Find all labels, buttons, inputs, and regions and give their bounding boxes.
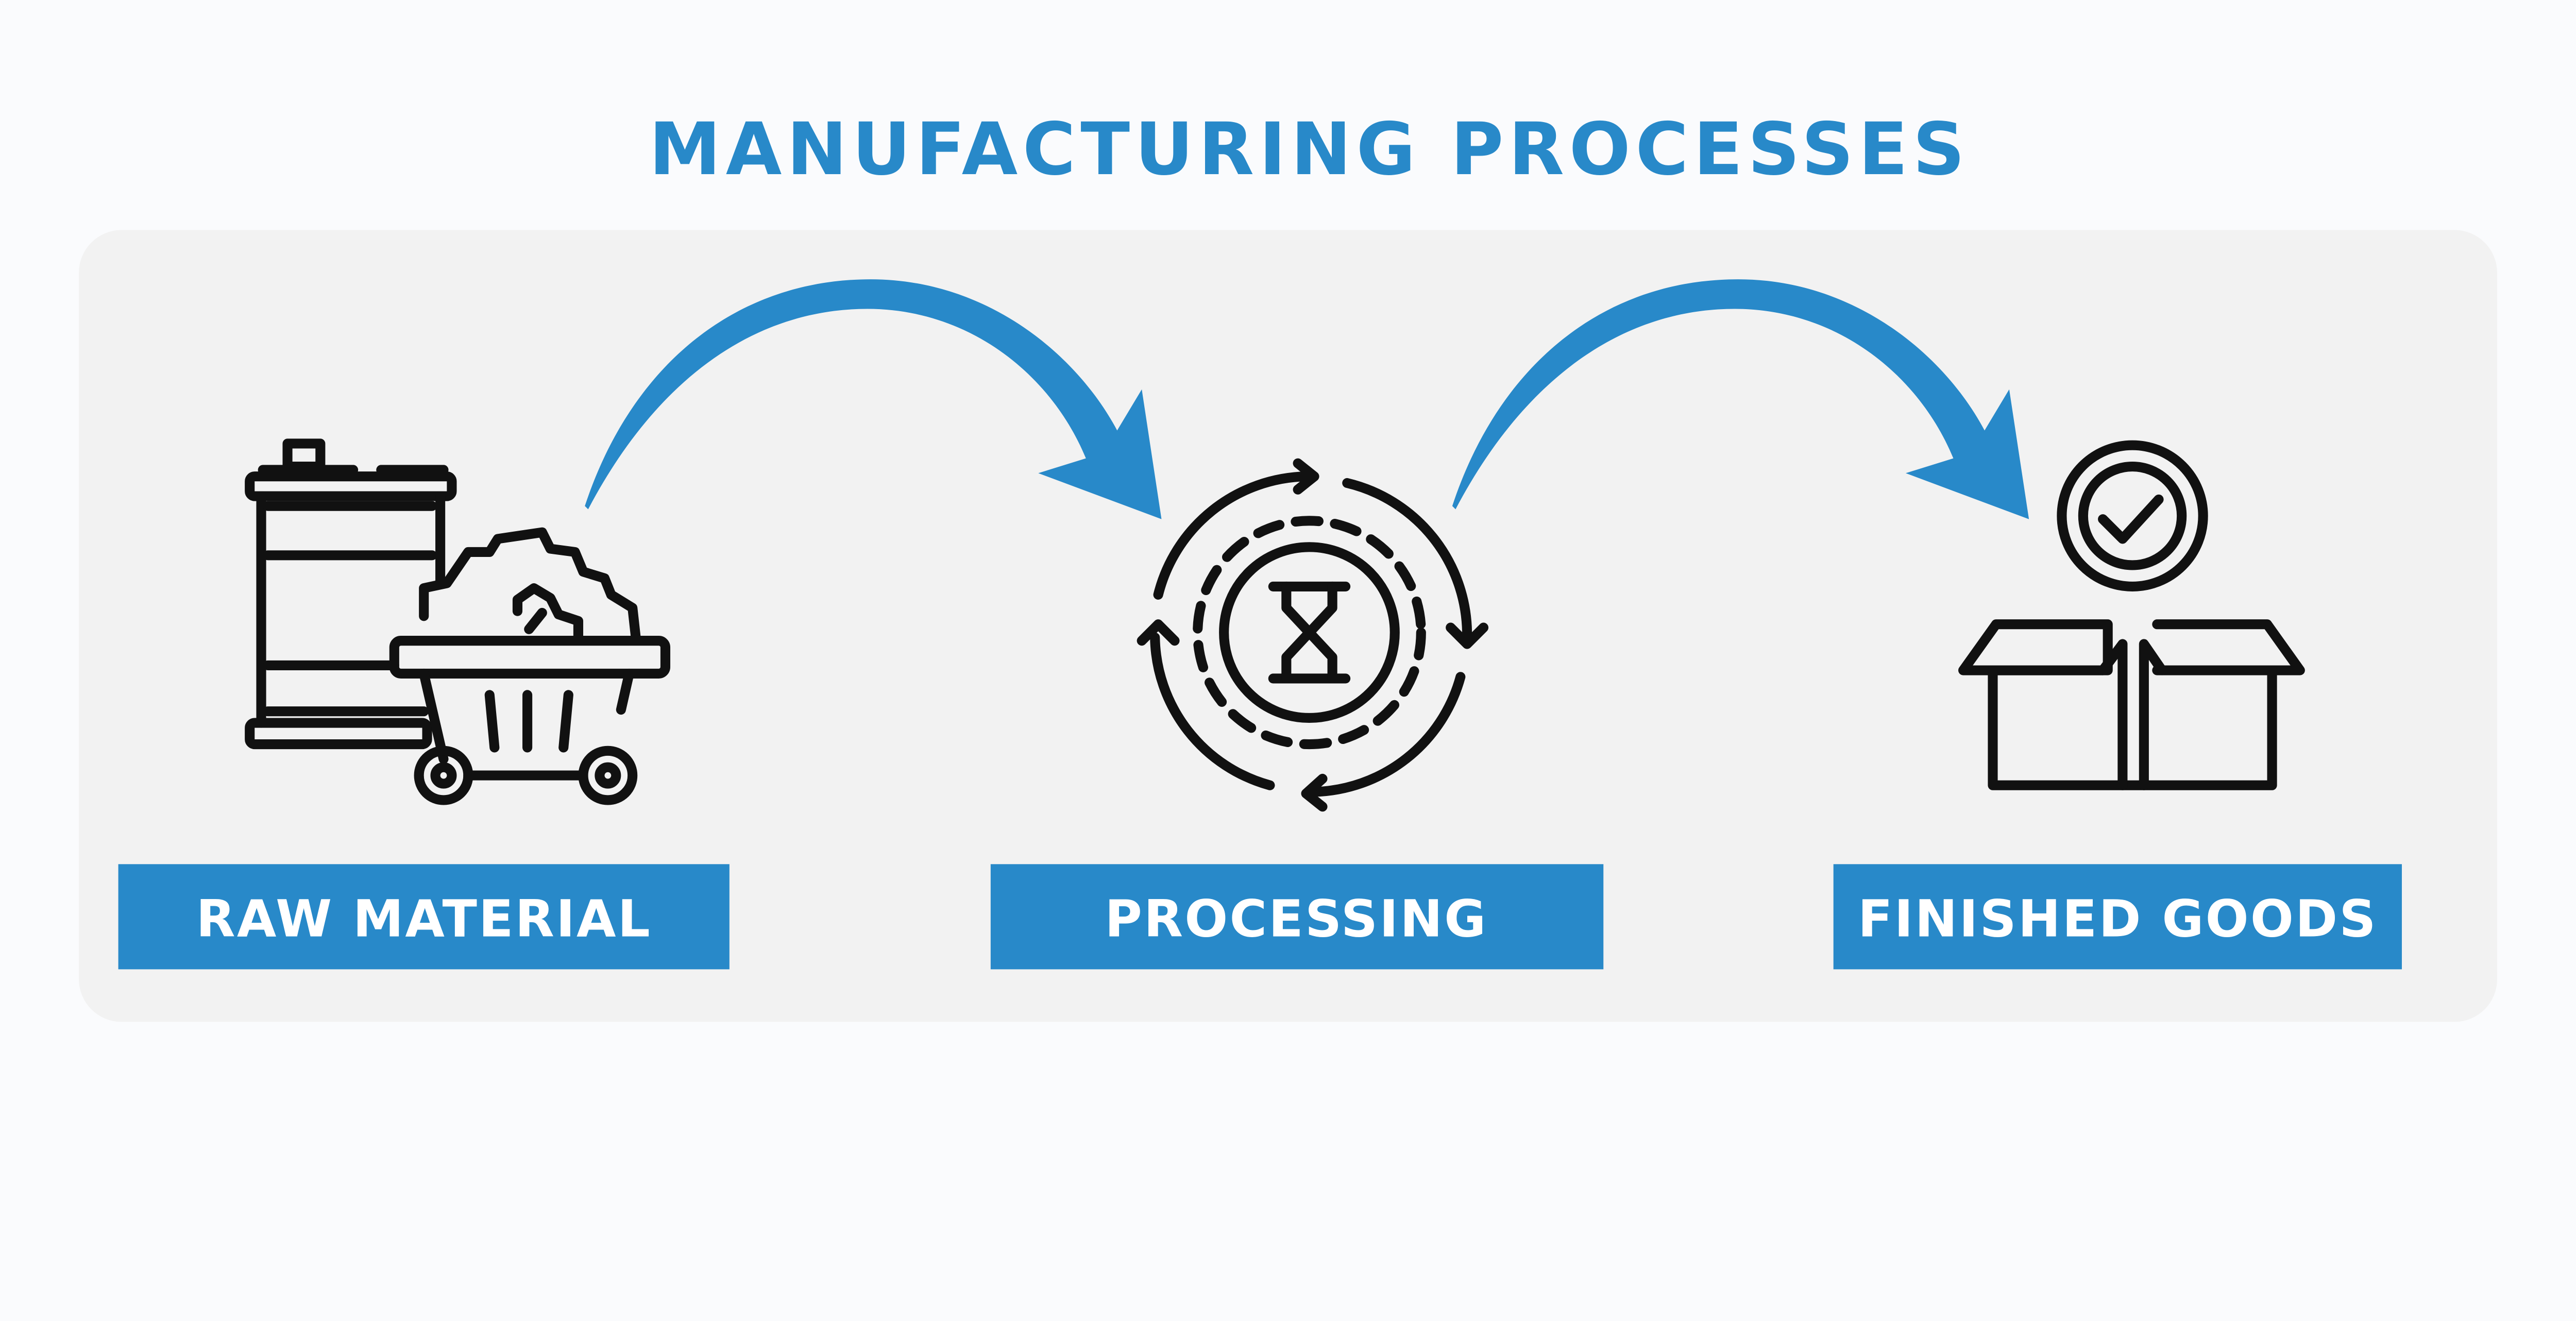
barrel-and-mine-cart-icon — [245, 438, 671, 805]
step-label: RAW MATERIAL — [196, 890, 652, 949]
page-title: MANUFACTURING PROCESSES — [649, 108, 1970, 192]
process-panel — [79, 230, 2497, 1022]
step-label: PROCESSING — [1105, 890, 1487, 949]
step-processing: PROCESSING — [990, 864, 1604, 970]
box-with-checkmark-icon — [1958, 440, 2305, 790]
step-finished-goods: FINISHED GOODS — [1833, 864, 2402, 970]
curved-arrow-icon — [1452, 279, 2029, 519]
step-raw-material: RAW MATERIAL — [118, 864, 730, 970]
curved-arrow-icon — [585, 279, 1162, 519]
gear-cycle-hourglass-icon — [1137, 458, 1489, 812]
manufacturing-diagram: MANUFACTURING PROCESSES — [79, 108, 2497, 1022]
step-label: FINISHED GOODS — [1858, 890, 2378, 949]
